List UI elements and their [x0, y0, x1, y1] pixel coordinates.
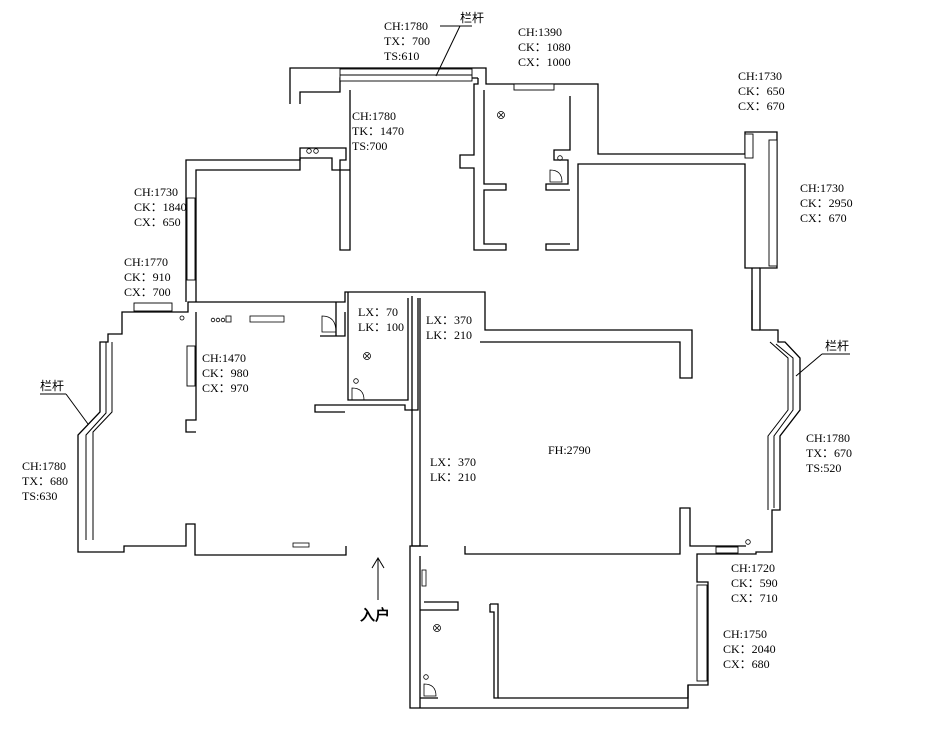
entrance-arrow	[371, 557, 385, 600]
railing-label-east: 栏杆	[825, 338, 849, 353]
window-ne-1	[744, 133, 754, 159]
label-inner-window-line-1: CK：980	[202, 366, 249, 380]
label-toilet-vent-line-0: LX：70	[358, 305, 398, 319]
window-se-1	[715, 546, 739, 554]
label-ne-window-1-line-2: CX：670	[738, 99, 785, 113]
bay-west	[92, 342, 113, 540]
window-se-2	[696, 584, 708, 682]
label-inner-window-line-0: CH:1470	[202, 351, 246, 365]
window-west-1	[186, 197, 196, 281]
railing-leaders	[40, 25, 850, 425]
label-bay-east-line-0: CH:1780	[806, 431, 850, 445]
label-top-window-2-line-1: CK：1080	[518, 40, 571, 54]
label-west-window-2-line-2: CX：700	[124, 285, 171, 299]
label-se-window-1-line-1: CK：590	[731, 576, 778, 590]
label-west-window-2-line-1: CK：910	[124, 270, 171, 284]
railing-label-top: 栏杆	[460, 10, 484, 25]
label-top-window-1-line-2: TS:610	[384, 49, 419, 63]
railing-label-west: 栏杆	[40, 378, 64, 393]
label-ne-window-2-line-0: CH:1730	[800, 181, 844, 195]
label-floor-height-line-0: FH:2790	[548, 443, 591, 457]
label-ne-window-1-line-0: CH:1730	[738, 69, 782, 83]
dimension-labels: CH:1780TX：700TS:610CH:1390CK：1080CX：1000…	[22, 19, 853, 671]
label-ne-window-2-line-2: CX：670	[800, 211, 847, 225]
label-se-window-2-line-0: CH:1750	[723, 627, 767, 641]
label-west-window-1-line-1: CK：1840	[134, 200, 187, 214]
fixtures	[179, 111, 751, 697]
entrance-label: 入户	[360, 606, 390, 624]
label-bay-west-line-0: CH:1780	[22, 459, 66, 473]
label-top-window-1-line-0: CH:1780	[384, 19, 428, 33]
label-bay-east-line-1: TX：670	[806, 446, 852, 460]
label-bay-west-line-1: TX：680	[22, 474, 68, 488]
label-se-window-2-line-2: CX：680	[723, 657, 770, 671]
window-top-2	[513, 83, 555, 91]
label-bedroom-north-line-1: TK：1470	[352, 124, 404, 138]
window-inner	[186, 345, 196, 387]
walls	[77, 67, 801, 709]
label-west-window-1-line-2: CX：650	[134, 215, 181, 229]
label-beam-mid-line-1: LK：210	[430, 470, 476, 484]
label-west-window-1-line-0: CH:1730	[134, 185, 178, 199]
label-west-window-2-line-0: CH:1770	[124, 255, 168, 269]
window-ne-2	[768, 139, 778, 267]
label-top-window-2-line-0: CH:1390	[518, 25, 562, 39]
label-se-window-1-line-0: CH:1720	[731, 561, 775, 575]
label-se-window-1-line-2: CX：710	[731, 591, 778, 605]
label-ne-window-1-line-1: CK：650	[738, 84, 785, 98]
label-ne-window-2-line-1: CK：2950	[800, 196, 853, 210]
label-inner-window-line-2: CX：970	[202, 381, 249, 395]
label-bedroom-north-line-2: TS:700	[352, 139, 387, 153]
label-beam-top-line-0: LX：370	[426, 313, 472, 327]
label-beam-top-line-1: LK：210	[426, 328, 472, 342]
label-toilet-vent-line-1: LK：100	[358, 320, 404, 334]
label-beam-mid-line-0: LX：370	[430, 455, 476, 469]
label-bay-east-line-2: TS:520	[806, 461, 841, 475]
window-west-2	[133, 302, 173, 312]
label-bedroom-north-line-0: CH:1780	[352, 109, 396, 123]
label-bay-west-line-2: TS:630	[22, 489, 57, 503]
label-se-window-2-line-1: CK：2040	[723, 642, 776, 656]
bay-east	[767, 341, 789, 510]
windows	[85, 68, 794, 682]
label-top-window-2-line-2: CX：1000	[518, 55, 571, 69]
label-top-window-1-line-1: TX：700	[384, 34, 430, 48]
